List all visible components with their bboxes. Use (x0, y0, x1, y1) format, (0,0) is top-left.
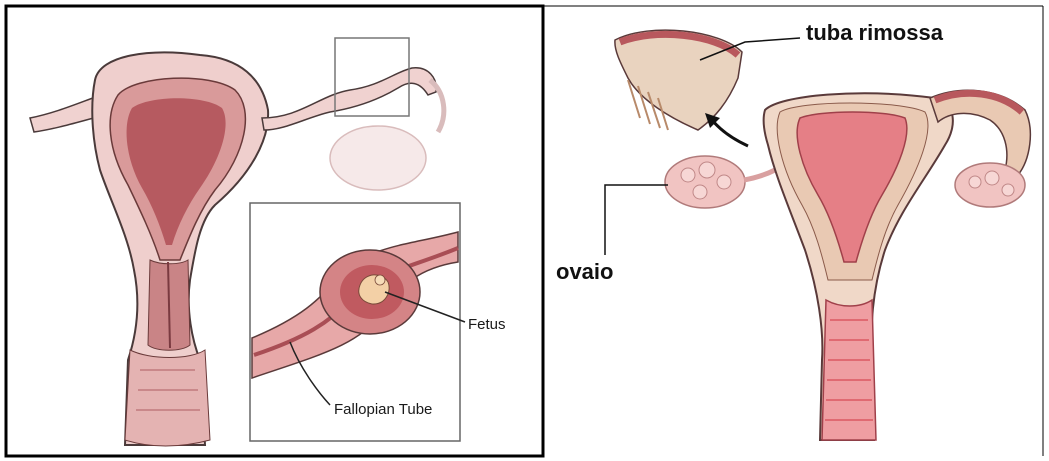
ovary-leader (605, 185, 668, 255)
follicle-4 (693, 185, 707, 199)
vagina (125, 350, 210, 446)
left-ovary (330, 126, 426, 190)
follicle-1 (681, 168, 695, 182)
follicle-5 (969, 176, 981, 188)
fetus-head (375, 275, 385, 285)
label-ovary: ovaio (556, 259, 613, 284)
label-removed-tube: tuba rimossa (806, 20, 944, 45)
label-fallopian-tube: Fallopian Tube (334, 401, 432, 418)
follicle-3 (717, 175, 731, 189)
ovarian-ligament (744, 170, 775, 180)
follicle-6 (985, 171, 999, 185)
arrow-line (712, 120, 748, 146)
right-uterus-illustration (605, 30, 1030, 440)
follicle-2 (699, 162, 715, 178)
label-fetus: Fetus (468, 316, 506, 333)
follicle-7 (1002, 184, 1014, 196)
